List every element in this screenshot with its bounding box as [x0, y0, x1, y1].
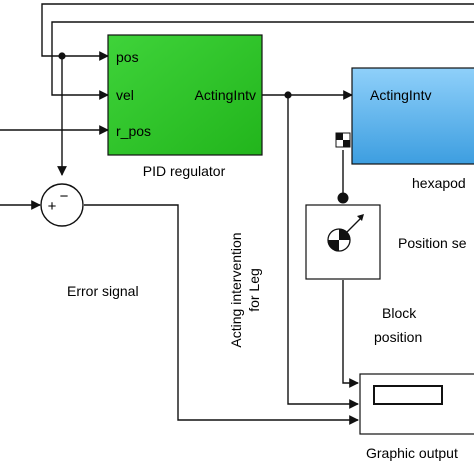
pid-block-body[interactable]	[107, 34, 263, 156]
line-feedback-vel[interactable]	[51, 21, 474, 100]
hexapod-block-name: hexapod	[412, 175, 466, 191]
sum-circle[interactable]	[40, 183, 84, 227]
sensor-target-icon	[327, 214, 364, 252]
junction-dot	[284, 91, 292, 99]
label-acting-intervention: Acting intervention for Leg	[228, 232, 262, 347]
line-acting-to-scope[interactable]	[287, 95, 359, 409]
graphic-output-block[interactable]: Graphic output	[359, 373, 474, 461]
label-acting-intervention-line1: Acting intervention	[228, 232, 244, 347]
hexapod-block[interactable]: ActingIntv hexapod	[335, 67, 474, 191]
sum-block[interactable]: + −	[40, 183, 84, 227]
pid-port-vel: vel	[116, 87, 134, 103]
pid-port-out: ActingIntv	[195, 87, 256, 103]
pid-port-r-pos: r_pos	[116, 123, 151, 139]
label-block-position-line1: Block	[382, 305, 417, 321]
line-error-to-scope[interactable]	[84, 204, 359, 425]
label-error-signal: Error signal	[67, 283, 139, 299]
sensor-block-name: Position se	[398, 235, 467, 251]
line-sensor-to-scope[interactable]	[342, 280, 359, 388]
hexapod-block-body[interactable]	[351, 67, 474, 165]
junction-dots	[58, 52, 292, 99]
pid-regulator-block[interactable]: pos vel r_pos ActingIntv PID regulator	[107, 34, 263, 179]
junction-dot	[58, 52, 66, 60]
scope-block-name: Graphic output	[366, 445, 458, 461]
physical-port-icon[interactable]	[335, 132, 351, 148]
sensor-connection-dot	[337, 192, 349, 204]
line-feedback-pos[interactable]	[41, 3, 474, 61]
pid-block-name: PID regulator	[143, 163, 226, 179]
sum-plus-sign: +	[48, 198, 57, 215]
pid-port-pos: pos	[116, 49, 139, 65]
label-block-position-line2: position	[374, 329, 422, 345]
sum-minus-sign: −	[60, 188, 69, 205]
label-acting-intervention-line2: for Leg	[246, 268, 262, 312]
signal-lines	[0, 3, 474, 425]
position-sensor-block[interactable]: Position se	[305, 192, 467, 280]
hexapod-port-in: ActingIntv	[370, 87, 431, 103]
scope-screen-icon	[373, 385, 443, 405]
